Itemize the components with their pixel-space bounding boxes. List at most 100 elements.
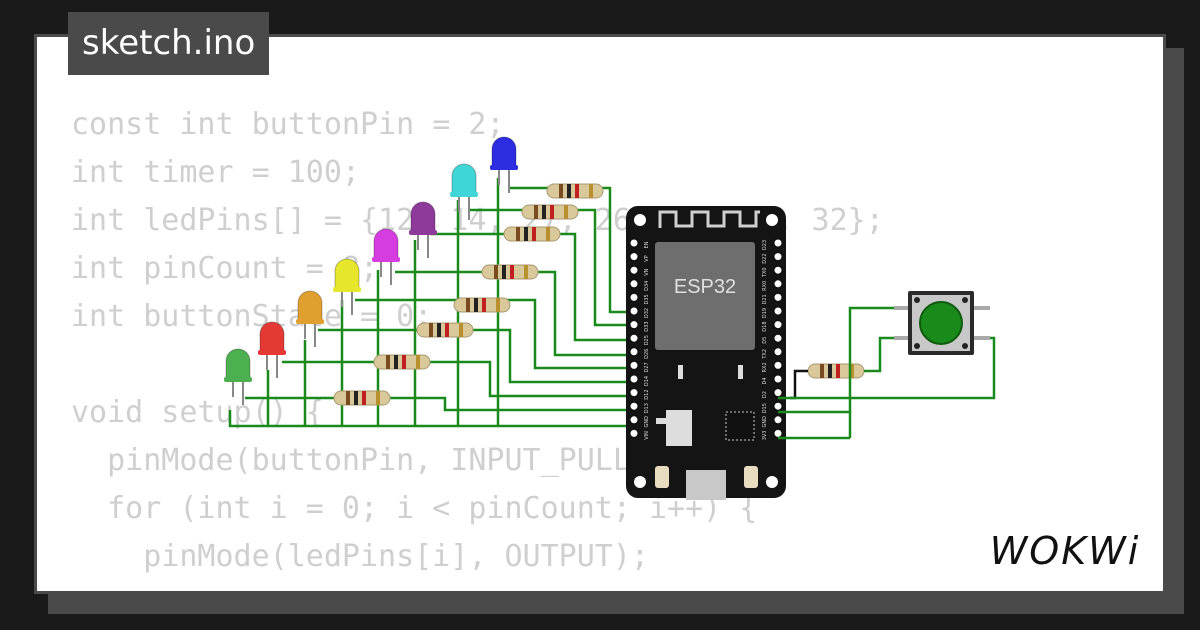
resistor [416, 322, 474, 338]
usb-uart-chip [725, 411, 755, 441]
project-card[interactable]: const int buttonPin = 2; int timer = 100;… [34, 34, 1166, 594]
header-pin[interactable] [772, 427, 784, 439]
pin-label: D21 [762, 294, 768, 304]
pin-label: RX2 [762, 362, 768, 372]
boot-button[interactable] [655, 466, 669, 488]
header-pin[interactable] [772, 400, 784, 412]
voltage-regulator [666, 410, 692, 446]
resistor [333, 390, 391, 406]
pin-label: D12 [644, 389, 650, 399]
header-pin[interactable] [628, 387, 640, 399]
pushbutton[interactable] [894, 291, 990, 355]
pin-label: VP [644, 255, 650, 261]
reset-button[interactable] [744, 466, 758, 488]
header-pin[interactable] [628, 373, 640, 385]
leds [224, 136, 518, 405]
header-pin[interactable] [772, 387, 784, 399]
code-line: int pinCount = 8; [71, 251, 379, 286]
header-pin[interactable] [772, 373, 784, 385]
code-line: for (int i = 0; i < pinCount; i++) { [71, 491, 758, 526]
header-pin[interactable] [772, 264, 784, 276]
pin-label: D32 [644, 308, 650, 318]
pin-label: D4 [762, 377, 768, 384]
pin-label: RX0 [762, 281, 768, 291]
header-pin[interactable] [772, 359, 784, 371]
led-yellow[interactable] [333, 258, 361, 315]
right-header-pins: D23D22TX0RX0D21D19D18D5TX2RX2D4D2D15GND3… [762, 237, 784, 441]
resistor [807, 363, 865, 379]
pin-label: D34 [644, 281, 650, 291]
resistor [521, 204, 579, 220]
resistor [373, 354, 431, 370]
code-line: } [71, 581, 884, 591]
header-pin[interactable] [628, 427, 640, 439]
file-name-tab[interactable]: sketch.ino [68, 12, 270, 75]
header-pin[interactable] [628, 319, 640, 331]
pin-label: D27 [644, 362, 650, 372]
header-pin[interactable] [628, 237, 640, 249]
pin-label: D26 [644, 349, 650, 359]
pin-label: D23 [762, 240, 768, 250]
resistor [481, 264, 539, 280]
pin-label: VIN [644, 431, 650, 440]
pin-label: D35 [644, 294, 650, 304]
header-pin[interactable] [772, 332, 784, 344]
resistor [453, 297, 511, 313]
header-pin[interactable] [628, 305, 640, 317]
pin-label: D33 [644, 321, 650, 331]
pushbutton-cap[interactable] [919, 301, 963, 345]
pin-label: TX2 [762, 349, 768, 360]
pin-label: EN [644, 241, 650, 248]
header-pin[interactable] [628, 400, 640, 412]
header-pin[interactable] [628, 346, 640, 358]
header-pin[interactable] [628, 414, 640, 426]
pin-label: D14 [644, 376, 650, 386]
resistor [546, 183, 604, 199]
header-pin[interactable] [628, 291, 640, 303]
resistors [333, 183, 865, 406]
pin-label: D5 [762, 337, 768, 344]
led-orange[interactable] [296, 290, 324, 347]
esp32-board[interactable]: ESP32 ENVPVND34D35D32D33D25D26D27D14D12D… [626, 206, 786, 500]
chip-label: ESP32 [674, 276, 736, 298]
led-cyan[interactable] [450, 163, 478, 220]
pin-label: GND [644, 416, 650, 428]
header-pin[interactable] [628, 264, 640, 276]
pin-label: 3V3 [762, 431, 768, 441]
pin-label: D22 [762, 253, 768, 263]
header-pin[interactable] [772, 319, 784, 331]
pin-label: D19 [762, 308, 768, 318]
pin-label: TX0 [762, 267, 768, 278]
header-pin[interactable] [772, 278, 784, 290]
pin-label: D25 [644, 335, 650, 345]
header-pin[interactable] [628, 332, 640, 344]
wokwi-logo: WOKWi [990, 529, 1141, 573]
header-pin[interactable] [772, 414, 784, 426]
header-pin[interactable] [628, 278, 640, 290]
header-pin[interactable] [772, 346, 784, 358]
led-green[interactable] [224, 348, 252, 405]
pin-label: VN [644, 268, 650, 275]
led-magenta[interactable] [372, 228, 400, 285]
pin-label: D15 [762, 403, 768, 413]
code-line: const int buttonPin = 2; [71, 107, 505, 142]
pin-label: D18 [762, 321, 768, 331]
pin-label: D13 [644, 403, 650, 413]
wokwi-logo-text: WOKWi [990, 529, 1141, 573]
usb-port[interactable] [686, 470, 726, 500]
header-pin[interactable] [772, 291, 784, 303]
led-red[interactable] [258, 321, 286, 378]
pin-label: D2 [762, 391, 768, 398]
header-pin[interactable] [628, 251, 640, 263]
led-blue[interactable] [490, 136, 518, 193]
header-pin[interactable] [772, 237, 784, 249]
code-line: int timer = 100; [71, 155, 360, 190]
led-purple[interactable] [409, 201, 437, 258]
header-pin[interactable] [772, 251, 784, 263]
header-pin[interactable] [772, 305, 784, 317]
code-line: pinMode(ledPins[i], OUTPUT); [71, 539, 649, 574]
header-pin[interactable] [628, 359, 640, 371]
led-wires [228, 178, 634, 428]
